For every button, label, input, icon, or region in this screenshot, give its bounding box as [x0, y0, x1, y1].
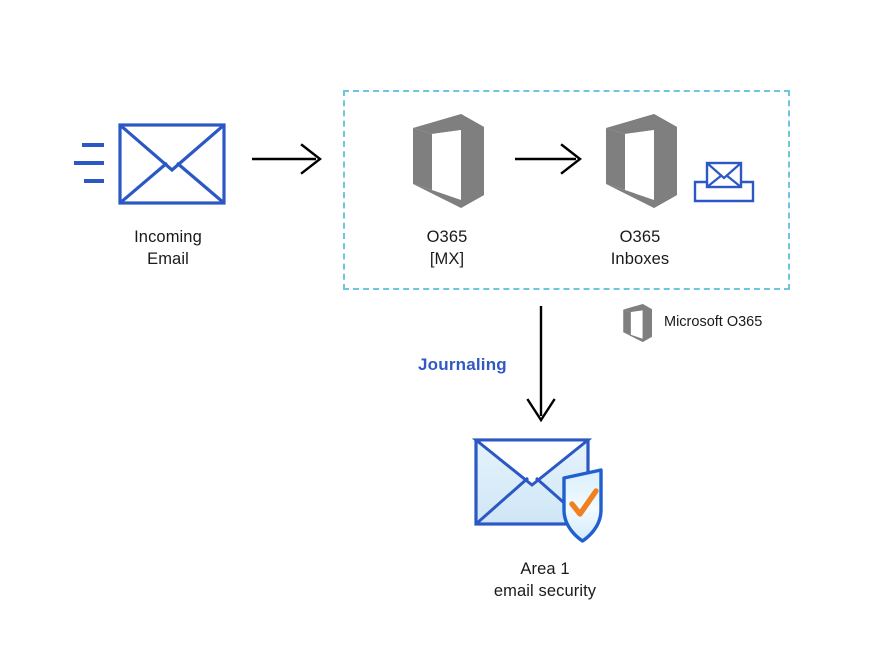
edge-label-journaling: Journaling — [418, 355, 507, 374]
legend-label: Microsoft O365 — [664, 314, 763, 330]
office-365-logo-icon — [606, 114, 677, 208]
node-area1-email-security-label: Area 1 email security — [493, 560, 597, 600]
node-area1-email-security — [468, 432, 634, 550]
node-o365-mx — [405, 112, 489, 210]
envelope-with-motion-lines-icon — [74, 123, 226, 205]
node-incoming-email — [72, 118, 232, 212]
arrow-journaling-down — [523, 306, 559, 424]
office-365-logo-icon — [413, 114, 484, 208]
microsoft-o365-boundary-box — [343, 90, 790, 290]
legend-office-365-logo-icon — [620, 303, 654, 343]
node-incoming-email-label: Incoming Email — [134, 228, 202, 268]
arrow-incoming-to-mx — [252, 142, 327, 176]
arrow-mx-to-inboxes — [515, 142, 587, 176]
node-o365-inboxes-label: O365 Inboxes — [610, 228, 670, 268]
node-o365-mx-label: O365 [MX] — [426, 228, 468, 268]
envelope-shield-check-icon — [471, 438, 603, 543]
inbox-tray-envelope-icon — [693, 160, 755, 204]
node-o365-inboxes — [598, 112, 682, 210]
